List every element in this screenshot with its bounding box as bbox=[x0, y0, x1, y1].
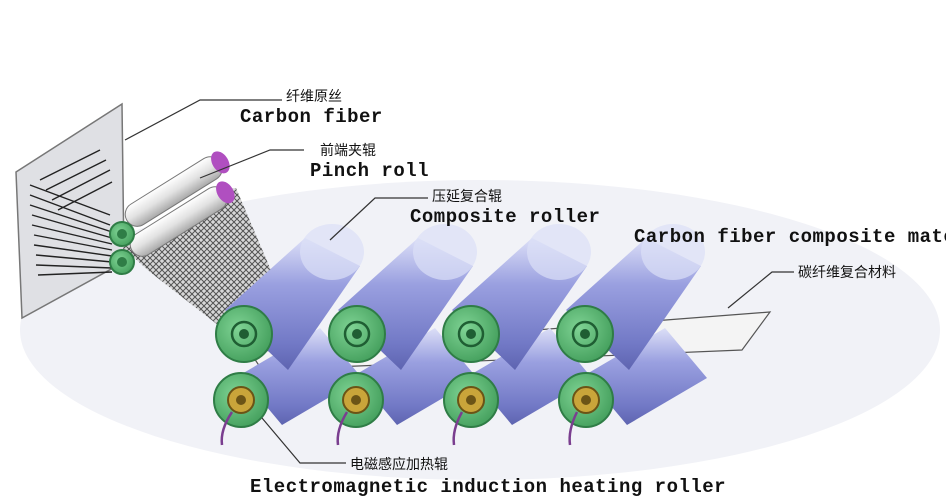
carbon-fiber-label-en: Carbon fiber bbox=[240, 106, 383, 128]
heating-roller-label-en: Electromagnetic induction heating roller bbox=[250, 476, 727, 498]
composite-roller-label-en: Composite roller bbox=[410, 206, 601, 228]
composite-rollers bbox=[215, 224, 705, 370]
leader-lines bbox=[124, 99, 794, 464]
composite-materials-label-en: Carbon fiber composite materials bbox=[634, 226, 946, 248]
pinch-roll-label-zh: 前端夹辊 bbox=[320, 143, 376, 159]
composite-roller-label-zh: 压延复合辊 bbox=[432, 189, 502, 205]
carbon-fiber-label-zh: 纤维原丝 bbox=[286, 89, 342, 105]
pinch-roll-pair bbox=[109, 151, 235, 275]
composite-materials-label-zh: 碳纤维复合材料 bbox=[798, 265, 896, 281]
heating-roller-label-zh: 电磁感应加热辊 bbox=[350, 457, 448, 473]
pinch-roll-label-en: Pinch roll bbox=[310, 160, 430, 182]
heating-rollers bbox=[213, 328, 707, 446]
creel-plate bbox=[15, 102, 125, 320]
